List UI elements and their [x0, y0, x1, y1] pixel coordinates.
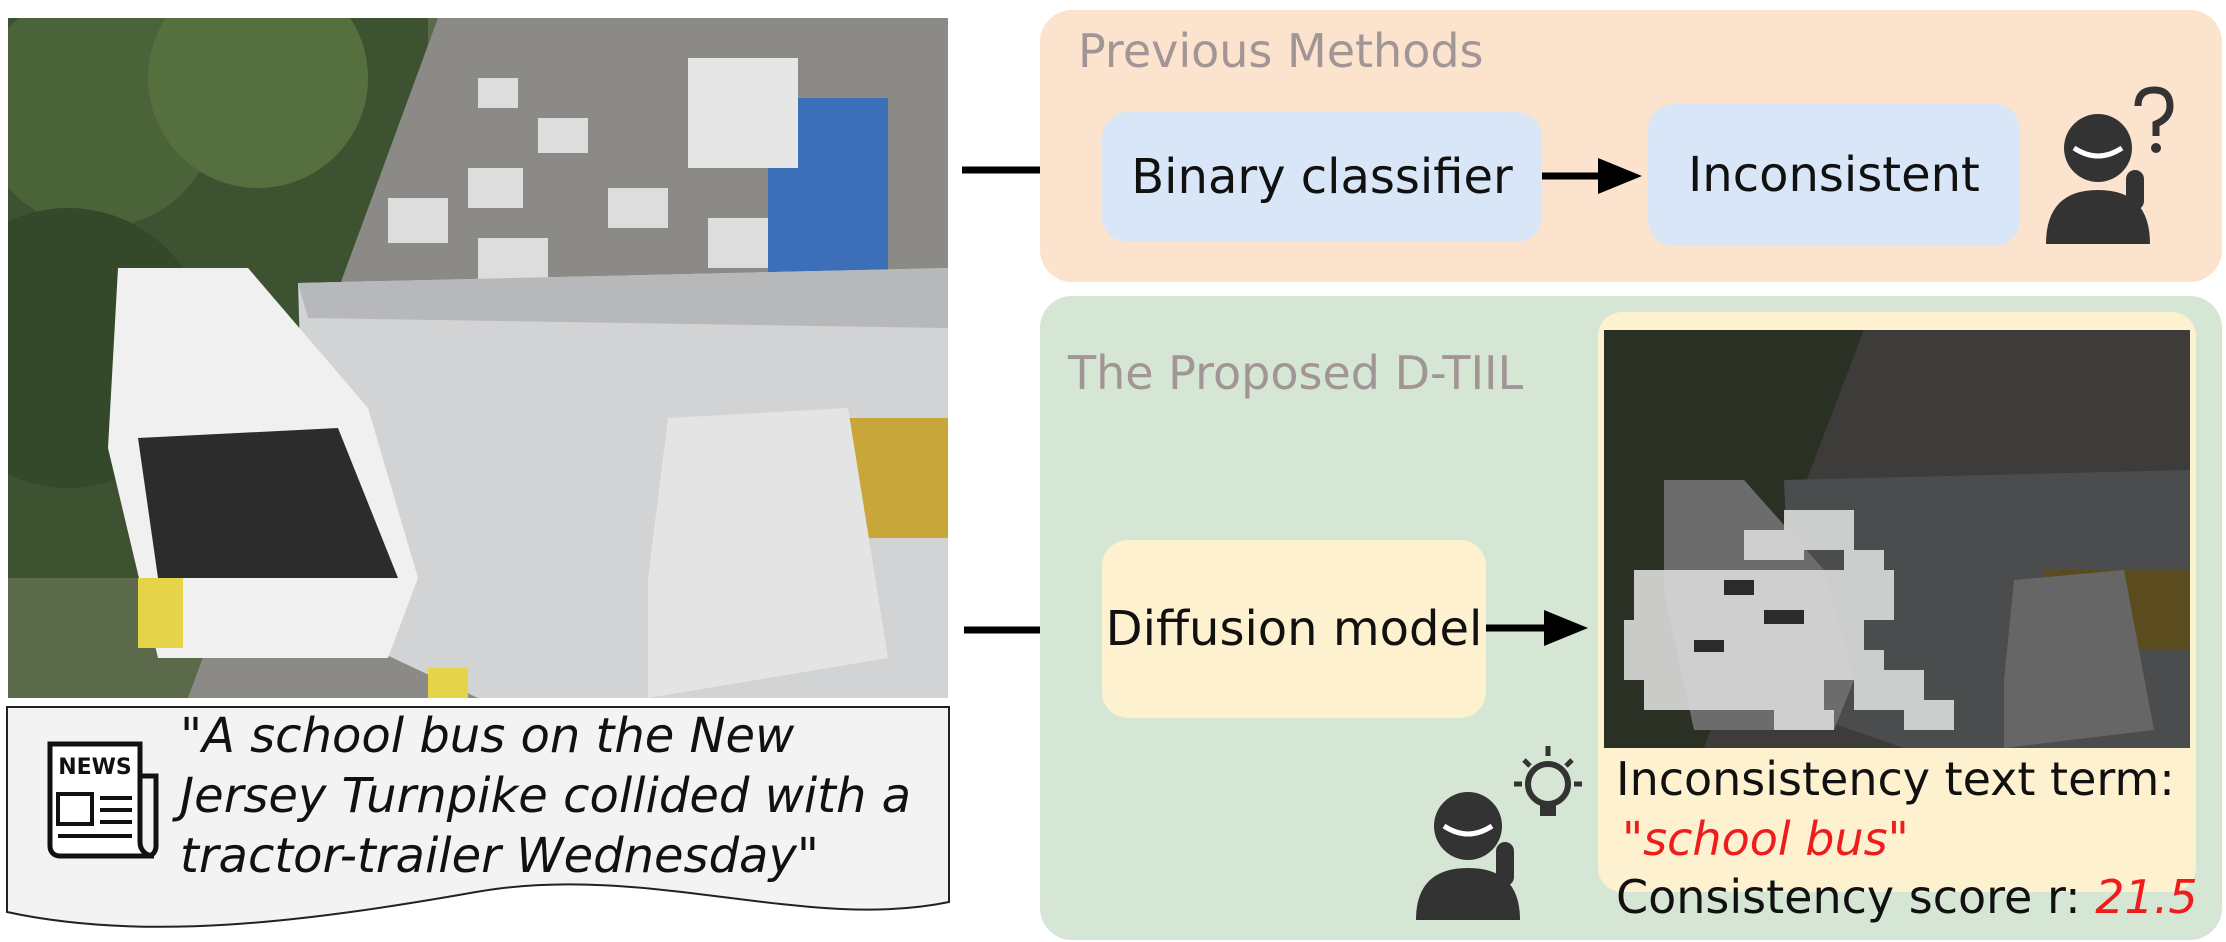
consistency-score-value: 21.5 — [2095, 870, 2198, 924]
previous-methods-title: Previous Methods — [1078, 24, 1484, 78]
consistency-score-row: Consistency score r: 21.5 — [1616, 870, 2198, 924]
inconsistent-output-box: Inconsistent — [1648, 104, 2020, 246]
highway-crash-photo — [8, 18, 948, 698]
confused-person-icon — [2046, 86, 2174, 244]
source-photo — [8, 18, 948, 698]
inconsistency-mask-visualization — [1604, 330, 2190, 748]
caption-text: "A school bus on the New Jersey Turnpike… — [180, 708, 912, 884]
idea-person-icon — [1416, 746, 1582, 920]
consistency-score-label: Consistency score r: — [1616, 870, 2081, 924]
masked-result-image — [1604, 330, 2190, 748]
inconsistency-term-value: "school bus" — [1622, 812, 1909, 866]
proposed-method-title: The Proposed D-TIIL — [1068, 346, 1524, 400]
binary-classifier-box: Binary classifier — [1102, 112, 1542, 242]
arrow-classifier-to-output — [1542, 158, 1642, 194]
arrow-model-to-result — [1486, 610, 1588, 646]
newspaper-icon: NEWS — [47, 741, 159, 859]
inconsistency-term-label: Inconsistency text term: — [1616, 752, 2175, 806]
newspaper-icon-label: NEWS — [58, 755, 132, 780]
caption-banner — [6, 706, 950, 928]
diffusion-model-box: Diffusion model — [1102, 540, 1486, 718]
